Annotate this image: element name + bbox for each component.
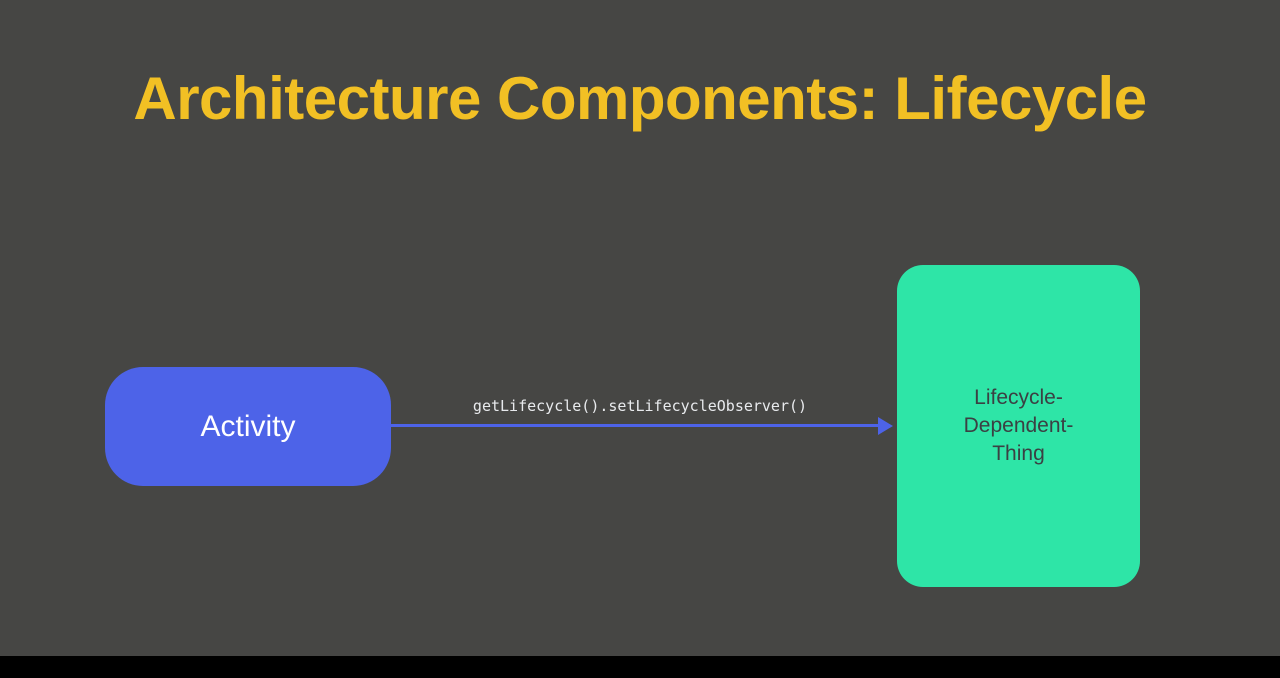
arrow-head-icon (878, 417, 893, 435)
arrow-code-label: getLifecycle().setLifecycleObserver() (472, 397, 808, 415)
letterbox-bar (0, 656, 1280, 678)
slide-title: Architecture Components: Lifecycle (133, 65, 1147, 132)
lifecycle-dependent-node: Lifecycle- Dependent- Thing (897, 265, 1140, 587)
lifecycle-dependent-label: Lifecycle- Dependent- Thing (963, 386, 1074, 465)
activity-node-label: Activity (200, 409, 296, 443)
arrow-line (391, 424, 880, 427)
activity-node: Activity (105, 367, 391, 486)
